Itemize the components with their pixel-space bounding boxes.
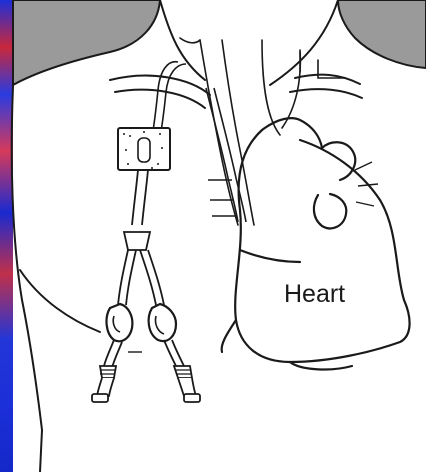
catheter-hub <box>118 128 170 170</box>
heart-label: Heart <box>284 280 345 308</box>
left-color-strip <box>0 0 13 472</box>
